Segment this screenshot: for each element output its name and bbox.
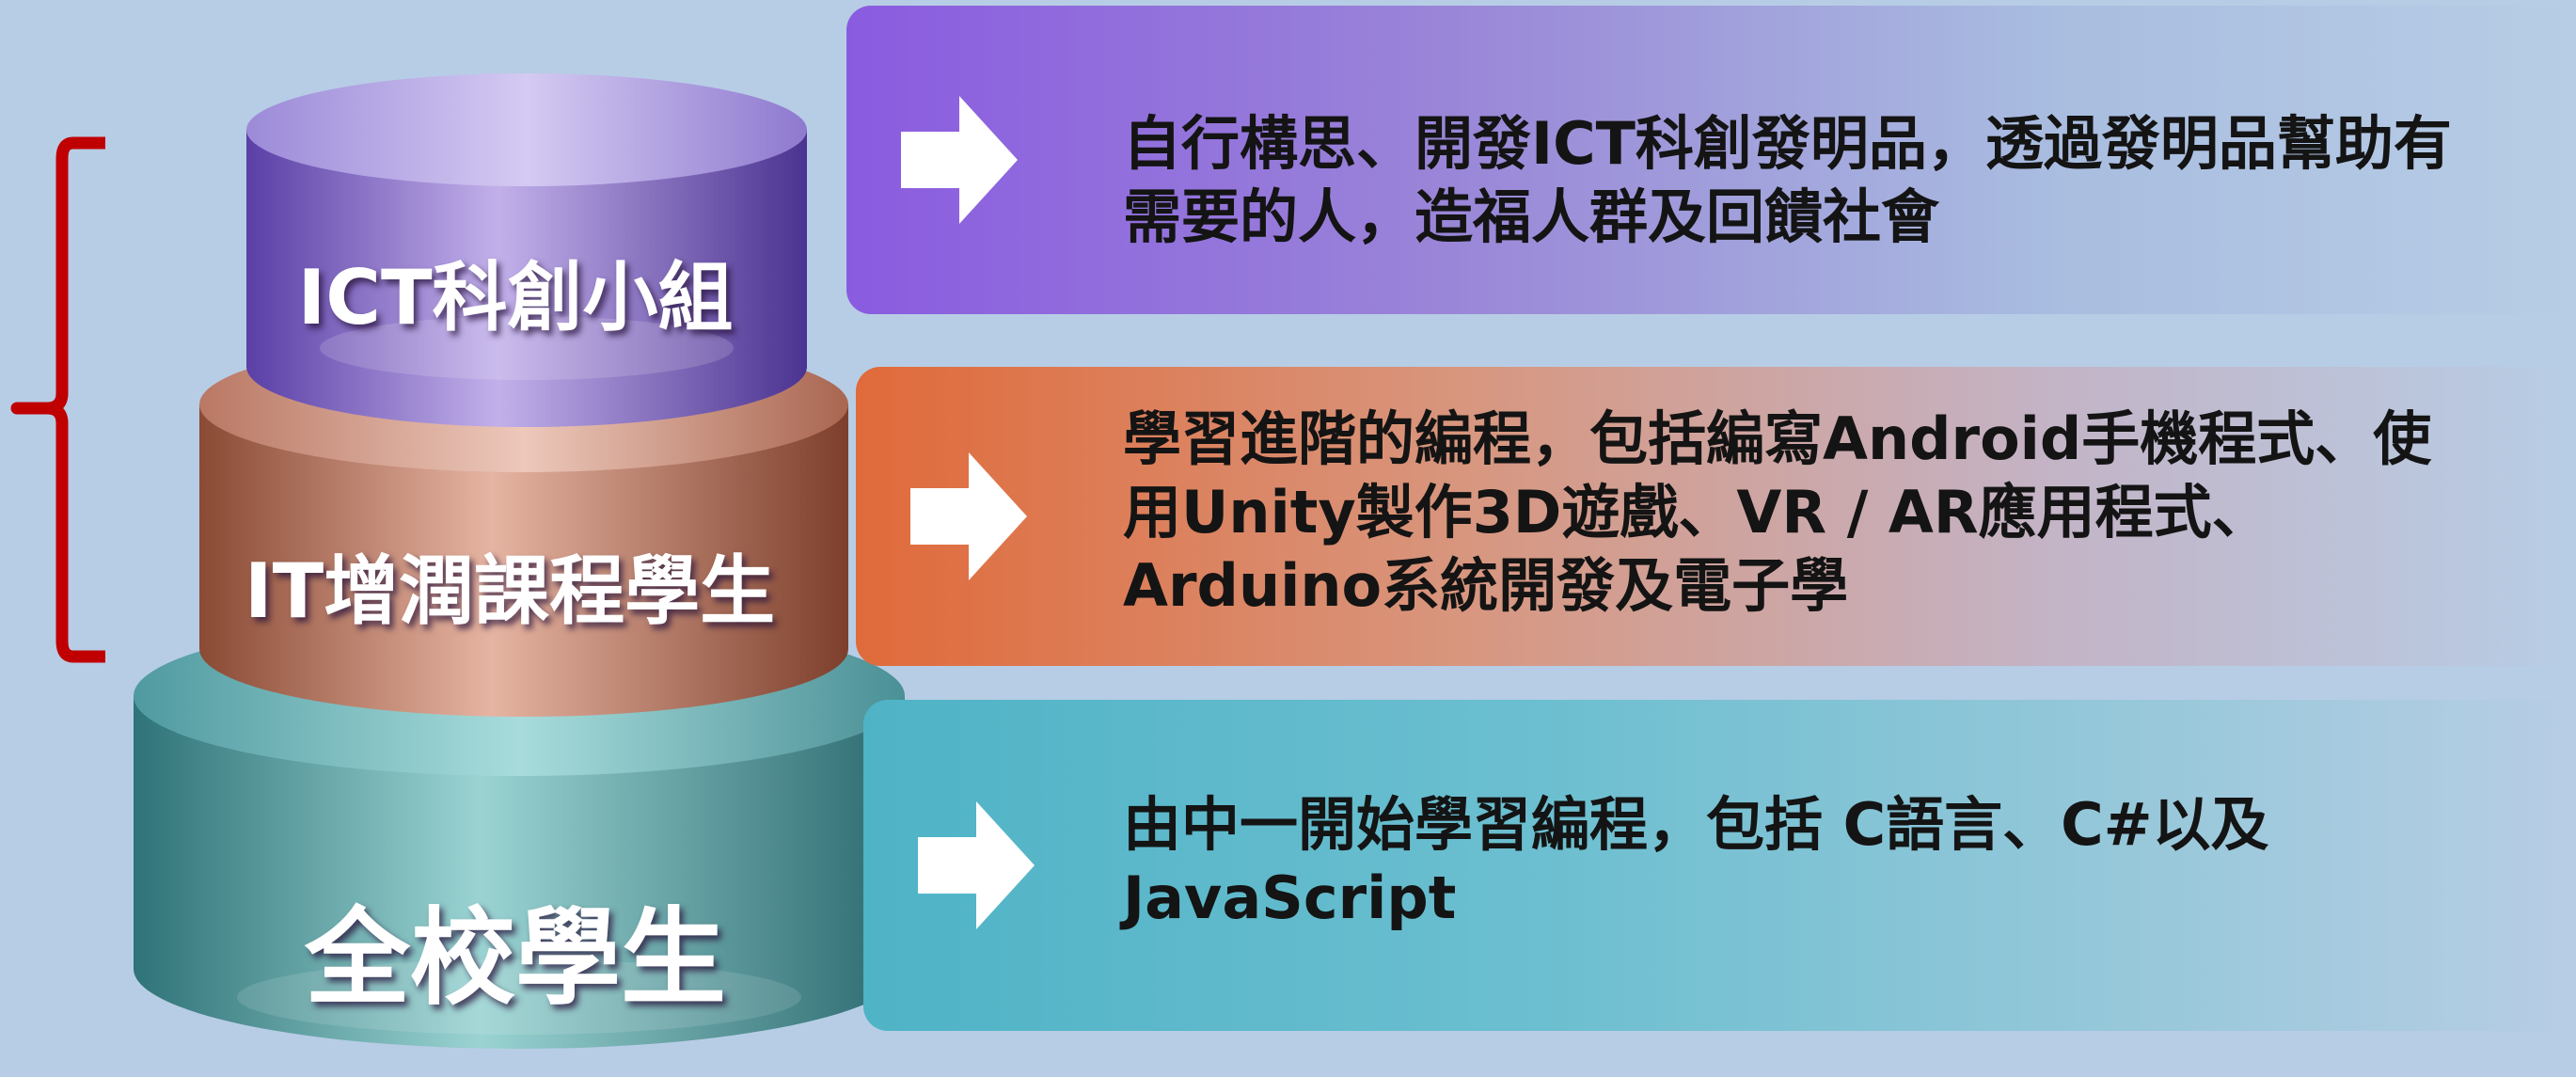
description-line: 由中一開始學習編程，包括 C語言、C#以及	[1123, 790, 2269, 859]
description-it: 學習進階的編程，包括編寫Android手機程式、使 用Unity製作3D遊戲、V…	[1123, 403, 2538, 623]
right-arrow-icon	[901, 96, 1018, 224]
tier-label-ict: ICT科創小組	[297, 254, 734, 341]
description-line: 學習進階的編程，包括編寫Android手機程式、使	[1123, 404, 2432, 473]
right-arrow-icon	[918, 801, 1035, 929]
banner-all: 由中一開始學習編程，包括 C語言、C#以及 JavaScript	[863, 700, 2576, 1031]
tier-top-cylinder	[246, 73, 807, 427]
description-ict: 自行構思、開發ICT科創發明品，透過發明品幫助有 需要的人，造福人群及回饋社會	[1123, 107, 2538, 254]
banner-ict: 自行構思、開發ICT科創發明品，透過發明品幫助有 需要的人，造福人群及回饋社會	[846, 6, 2576, 314]
curly-bracket-icon	[10, 136, 105, 663]
banner-it: 學習進階的編程，包括編寫Android手機程式、使 用Unity製作3D遊戲、V…	[856, 367, 2576, 666]
tier-stack	[10, 73, 905, 1049]
description-line: 自行構思、開發ICT科創發明品，透過發明品幫助有	[1123, 109, 2452, 178]
tier-label-it: IT增潤課程學生	[244, 547, 776, 635]
tier-label-all: 全校學生	[305, 897, 726, 1020]
description-line: 需要的人，造福人群及回饋社會	[1123, 182, 1940, 251]
description-line: 用Unity製作3D遊戲、VR / AR應用程式、	[1123, 478, 2270, 546]
description-line: Arduino系統開發及電子學	[1123, 551, 1849, 620]
description-all: 由中一開始學習編程，包括 C語言、C#以及 JavaScript	[1123, 788, 2538, 935]
description-line: JavaScript	[1123, 863, 1457, 932]
right-arrow-icon	[910, 452, 1027, 580]
